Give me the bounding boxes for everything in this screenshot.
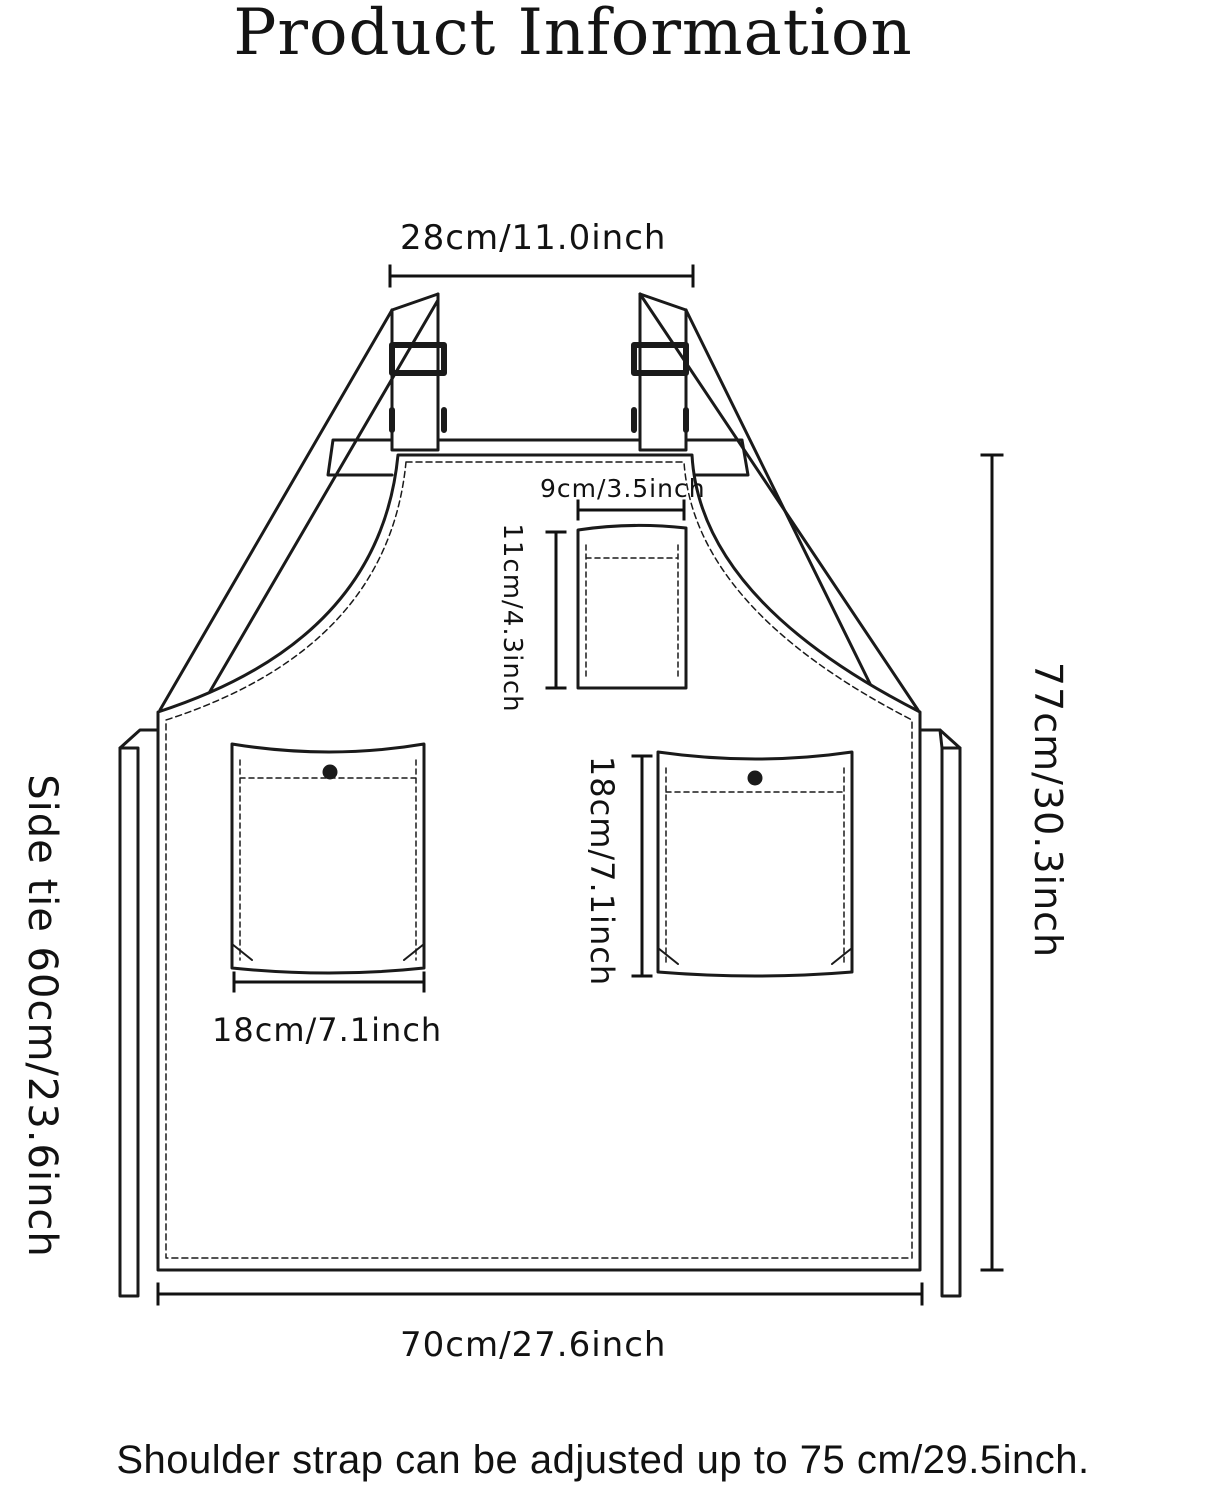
left-pocket-width-line xyxy=(232,971,426,993)
right-pocket-height-line xyxy=(631,754,653,978)
right-buckle xyxy=(631,342,689,376)
shoulder-strap-note: Shoulder strap can be adjusted up to 75 … xyxy=(116,1438,1090,1482)
small-pocket-height-line xyxy=(545,530,567,690)
left-pocket-button xyxy=(322,764,338,780)
small-pocket-width-line xyxy=(576,499,686,521)
small-pocket-height-label: 11cm/4.3inch xyxy=(497,523,527,713)
small-pocket-width-label: 9cm/3.5inch xyxy=(540,474,706,503)
apron-width-line xyxy=(156,1282,924,1306)
left-strap xyxy=(158,292,440,712)
left-buckle xyxy=(389,342,447,376)
left-pocket-width-label: 18cm/7.1inch xyxy=(212,1011,443,1049)
strap-width-line xyxy=(388,264,695,288)
right-pocket-button xyxy=(747,770,763,786)
apron-body xyxy=(156,453,922,1272)
right-pocket xyxy=(656,750,854,978)
right-side-tie xyxy=(940,746,962,1298)
left-side-tie xyxy=(118,746,140,1298)
page-title: Product Information xyxy=(233,0,913,70)
apron-length-label: 77cm/30.3inch xyxy=(1026,661,1070,959)
apron-length-line xyxy=(980,453,1004,1272)
apron-stitching xyxy=(165,461,913,1259)
small-pocket xyxy=(576,523,688,690)
apron-width-label: 70cm/27.6inch xyxy=(400,1325,667,1365)
right-pocket-height-label: 18cm/7.1inch xyxy=(583,755,621,987)
side-tie-label: Side tie 60cm/23.6inch xyxy=(19,774,65,1258)
left-pocket xyxy=(230,742,426,975)
strap-width-label: 28cm/11.0inch xyxy=(400,218,667,258)
